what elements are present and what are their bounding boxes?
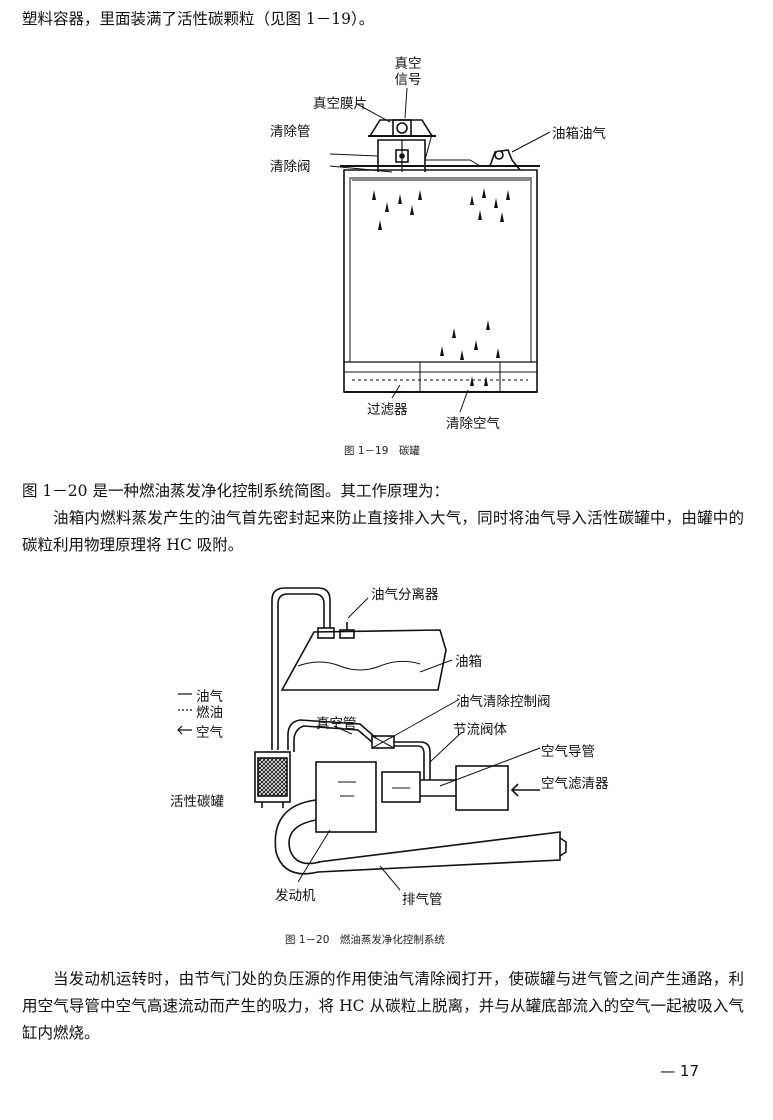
paragraph-engine: 当发动机运转时，由节气门处的负压源的作用使油气清除阀打开，使碳罐与进气管之间产生… (22, 970, 744, 1042)
paragraph-principle: 油箱内燃料蒸发产生的油气首先密封起来防止直接排入大气，同时将油气导入活性碳罐中，… (22, 509, 744, 554)
figure-1-20-caption: 图 1－20 燃油蒸发净化控制系统 (285, 934, 445, 946)
top-line: 塑料容器，里面装满了活性碳颗粒（见图 1－19）。 (22, 10, 375, 28)
label-air-duct: 空气导管 (541, 744, 595, 760)
label-vacuum-tube: 真空管 (316, 716, 357, 732)
label-engine: 发动机 (275, 888, 316, 904)
label-purge-air: 清除空气 (446, 416, 500, 432)
label-canister: 活性碳罐 (170, 794, 224, 810)
label-fuel-tank: 油箱 (455, 654, 482, 670)
evap-control-system-diagram (177, 587, 567, 891)
label-vacuum-signal: 真空 信号 (394, 56, 422, 88)
label-purge-control-valve: 油气清除控制阀 (456, 694, 551, 710)
label-purge-tube: 清除管 (270, 124, 311, 140)
label-separator: 油气分离器 (371, 587, 439, 603)
label-throttle-body: 节流阀体 (453, 722, 507, 738)
paragraph-intro: 图 1－20 是一种燃油蒸发净化控制系统简图。其工作原理为： (22, 482, 449, 500)
canister-diagram (329, 87, 551, 413)
label-exhaust: 排气管 (402, 892, 443, 908)
label-filter: 过滤器 (367, 402, 408, 418)
label-vacuum-diaphragm: 真空膜片 (313, 96, 367, 112)
legend-vapor: 油气 (196, 689, 223, 705)
label-tank-vapor: 油箱油气 (552, 126, 606, 142)
label-purge-valve: 清除阀 (270, 159, 311, 175)
page-number: — 17 (660, 1062, 699, 1080)
legend-air: 空气 (196, 725, 223, 741)
figure-1-19-caption: 图 1－19 碳罐 (344, 445, 420, 457)
legend-fuel: 燃油 (196, 705, 223, 721)
label-air-filter: 空气滤清器 (541, 776, 609, 792)
